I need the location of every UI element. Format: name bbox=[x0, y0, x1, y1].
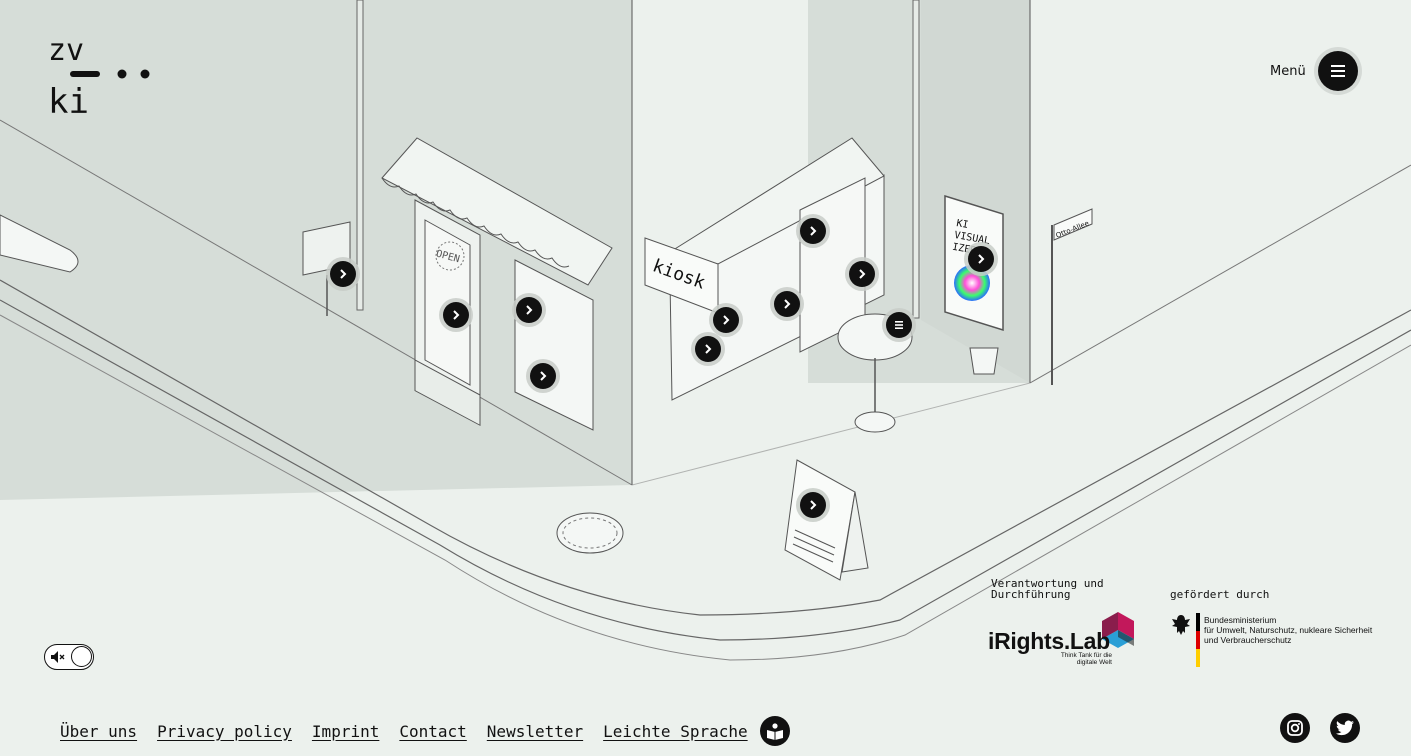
instagram-icon[interactable] bbox=[1280, 713, 1310, 743]
german-flag-bar bbox=[1196, 613, 1200, 667]
chevron-right-icon bbox=[810, 226, 817, 236]
irights-name: iRights.Lab bbox=[988, 628, 1110, 654]
speaker-muted-icon bbox=[51, 651, 65, 663]
federal-eagle-icon bbox=[1172, 615, 1190, 635]
hotspot-ki-visualizer-poster[interactable] bbox=[968, 246, 994, 272]
ministry-line2: für Umwelt, Naturschutz, nukleare Sicher… bbox=[1204, 625, 1373, 635]
hotspot-kiosk-cups[interactable] bbox=[713, 307, 739, 333]
hotspot-kiosk-safe[interactable] bbox=[774, 291, 800, 317]
funded-by-label: gefördert durch bbox=[1170, 588, 1270, 601]
footer-link-contact[interactable]: Contact bbox=[399, 721, 467, 741]
chevron-right-icon bbox=[526, 305, 533, 315]
chevron-right-icon bbox=[978, 254, 985, 264]
svg-text:zv: zv bbox=[48, 36, 84, 68]
chevron-right-icon bbox=[784, 299, 791, 309]
chevron-right-icon bbox=[859, 269, 866, 279]
hotspot-kiosk-magazines-top[interactable] bbox=[800, 218, 826, 244]
chevron-right-icon bbox=[705, 344, 712, 354]
chevron-right-icon bbox=[723, 315, 730, 325]
hotspot-table-menu[interactable] bbox=[886, 312, 912, 338]
hotspot-shop-window-bottom[interactable] bbox=[530, 363, 556, 389]
chevron-right-icon bbox=[810, 500, 817, 510]
ministry-line3: und Verbraucherschutz bbox=[1204, 635, 1292, 645]
footer-nav: Über uns Privacy policy Imprint Contact … bbox=[60, 716, 790, 746]
hotspot-shop-window-top[interactable] bbox=[516, 297, 542, 323]
footer-link-imprint[interactable]: Imprint bbox=[311, 721, 380, 741]
hotspot-kiosk-magazines-right[interactable] bbox=[849, 261, 875, 287]
footer-link-about[interactable]: Über uns bbox=[60, 721, 138, 741]
twitter-icon[interactable] bbox=[1330, 713, 1360, 743]
toggle-knob bbox=[71, 646, 92, 667]
svg-text:ki: ki bbox=[48, 82, 89, 116]
ministry-line1: Bundesministerium bbox=[1204, 615, 1277, 625]
irights-tagline: Think Tank für die digitale Welt bbox=[1060, 652, 1112, 666]
ministry-logo[interactable]: Bundesministerium für Umwelt, Naturschut… bbox=[1170, 613, 1380, 669]
hotspot-kiosk-counter-left[interactable] bbox=[695, 336, 721, 362]
chevron-right-icon bbox=[540, 371, 547, 381]
zvki-logo[interactable]: zv ki bbox=[48, 36, 152, 116]
hotspot-sandwich-board[interactable] bbox=[800, 492, 826, 518]
menu-label: Menü bbox=[1270, 63, 1306, 79]
menu-list-icon bbox=[895, 321, 903, 329]
footer-link-easy-language[interactable]: Leichte Sprache bbox=[603, 721, 748, 741]
sound-toggle[interactable] bbox=[44, 644, 94, 670]
hamburger-icon bbox=[1317, 51, 1358, 91]
footer-link-newsletter[interactable]: Newsletter bbox=[486, 721, 584, 741]
irights-cube-icon bbox=[1102, 612, 1134, 648]
menu-button[interactable]: Menü bbox=[1270, 51, 1358, 91]
responsibility-label: Verantwortung und Durchführung bbox=[991, 577, 1104, 601]
chevron-right-icon bbox=[340, 269, 347, 279]
hotspot-mailbox[interactable] bbox=[330, 261, 356, 287]
irights-lab-logo[interactable]: iRights.Lab Think Tank für die digitale … bbox=[988, 612, 1138, 670]
chevron-right-icon bbox=[453, 310, 460, 320]
hotspot-shop-door[interactable] bbox=[443, 302, 469, 328]
footer-link-privacy[interactable]: Privacy policy bbox=[157, 721, 292, 741]
book-reader-icon[interactable] bbox=[759, 716, 790, 746]
